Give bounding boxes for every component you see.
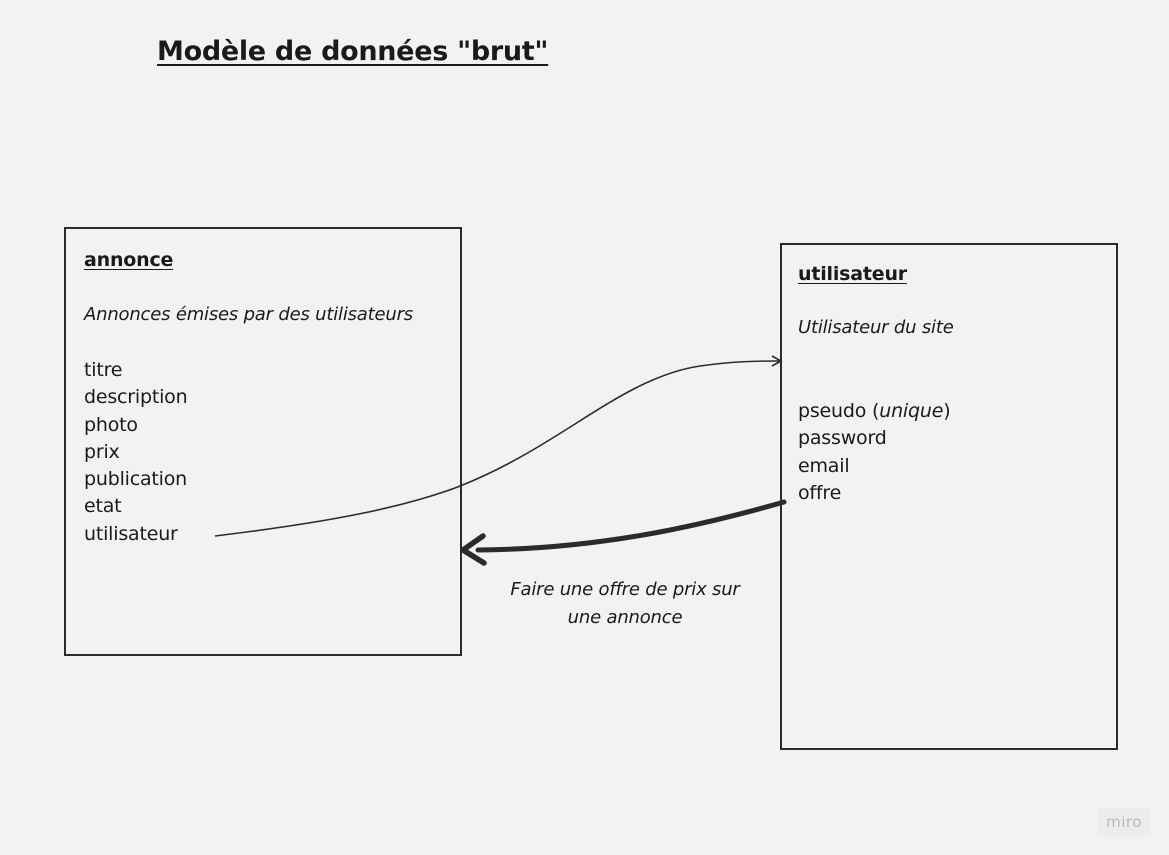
entity-name: utilisateur	[798, 263, 907, 285]
field-etat: etat	[84, 495, 122, 518]
offre-arrowhead-icon	[460, 533, 487, 566]
relation-label-line: Faire une offre de prix sur	[510, 579, 740, 600]
field-name: pseudo	[798, 400, 867, 422]
field-offre: offre	[798, 481, 842, 504]
field-publication: publication	[84, 468, 188, 491]
entity-annonce-box[interactable]: annonce Annonces émises par des utilisat…	[64, 227, 462, 656]
offre-relation-arrow[interactable]	[475, 499, 787, 553]
relation-label-line: une annonce	[567, 607, 683, 628]
field-description: description	[84, 386, 188, 409]
page-title: Modèle de données "brut"	[157, 36, 549, 67]
entity-utilisateur-box[interactable]: utilisateur Utilisateur du site pseudo (…	[780, 243, 1118, 750]
field-note: unique	[879, 400, 944, 422]
offre-relation-label: Faire une offre de prix sur une annonce	[490, 576, 760, 632]
entity-description: Annonces émises par des utilisateurs	[84, 304, 413, 325]
field-titre: titre	[84, 359, 123, 381]
field-utilisateur: utilisateur	[84, 522, 178, 545]
field-list: titre description photo prix publication…	[84, 357, 188, 548]
field-prix: prix	[84, 440, 120, 463]
field-email: email	[798, 454, 850, 477]
entity-description: Utilisateur du site	[798, 317, 954, 338]
field-pseudo: pseudo (unique)	[798, 400, 951, 422]
utilisateur-reference-arrow[interactable]	[214, 355, 783, 537]
entity-name: annonce	[84, 249, 174, 271]
field-password: password	[798, 427, 887, 450]
miro-watermark: miro	[1097, 808, 1151, 836]
field-list: pseudo (unique) password email offre	[798, 398, 951, 507]
field-photo: photo	[84, 413, 138, 436]
